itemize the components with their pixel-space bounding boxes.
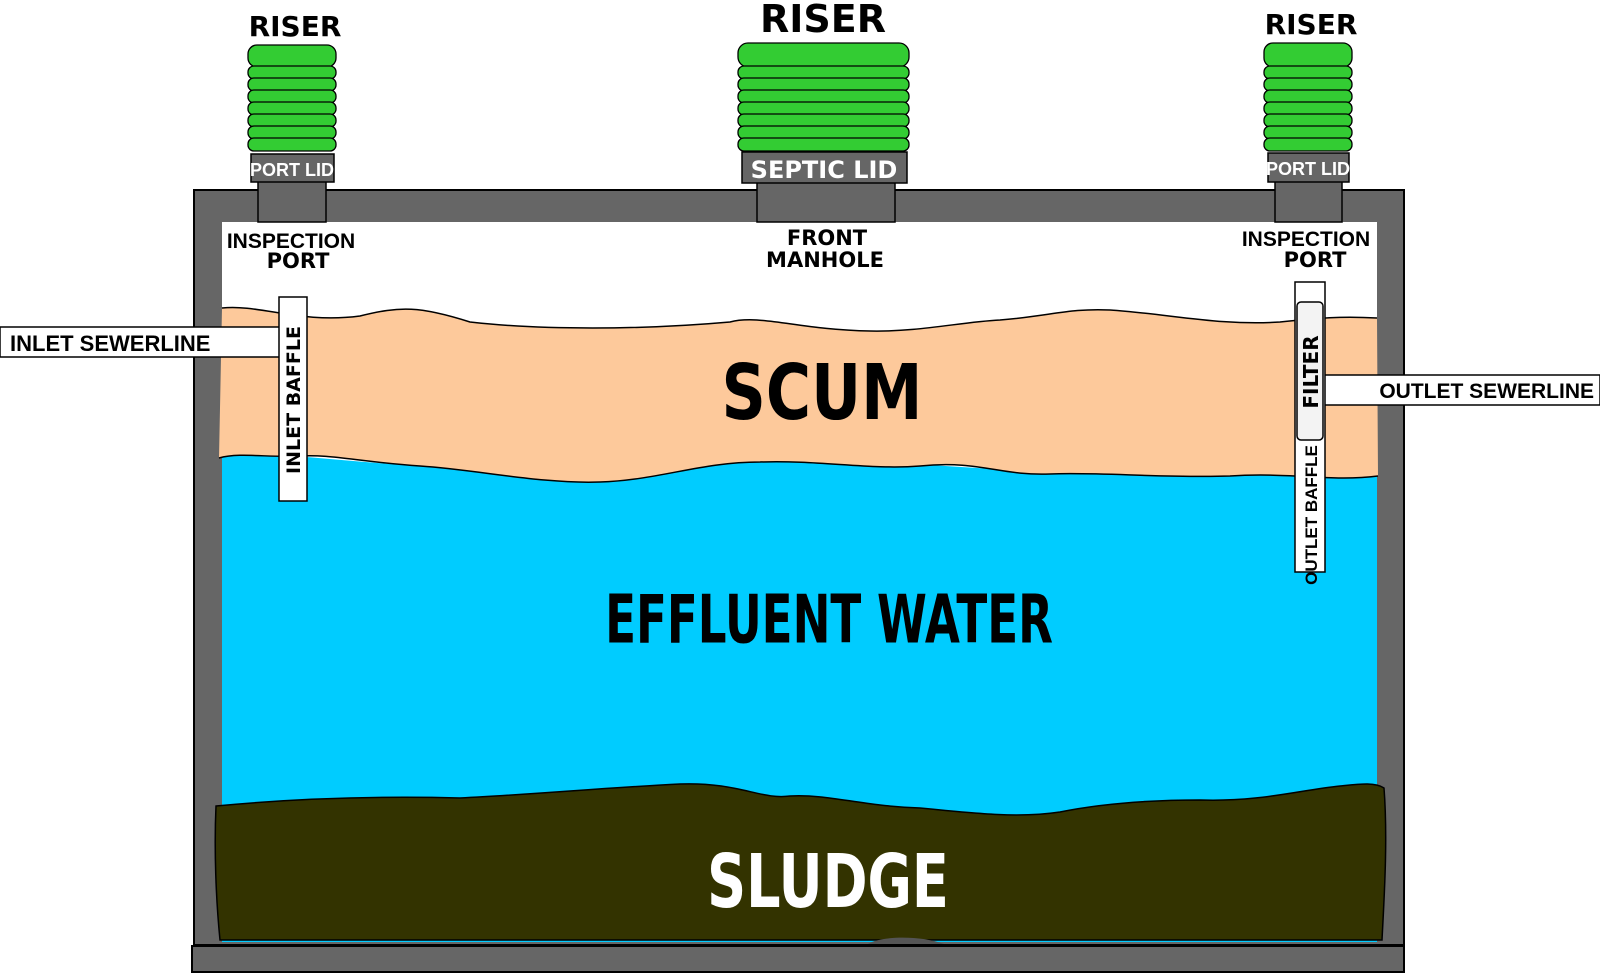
right-port-lid-label: PORT LID [1266, 159, 1350, 179]
right-riser-ring [1263, 65, 1353, 80]
inlet-baffle-tube [278, 296, 308, 502]
left-riser-ring [247, 44, 337, 68]
left-opening-line2: PORT [267, 249, 330, 273]
left-riser-ring [247, 113, 337, 128]
center-riser: RISER SEPTIC LID [737, 0, 910, 223]
front-manhole-label: FRONT MANHOLE [766, 226, 884, 272]
right-opening-line2: PORT [1284, 248, 1347, 272]
center-riser-ring [737, 101, 910, 116]
right-riser-title: RISER [1265, 8, 1358, 41]
left-riser-ring [247, 137, 337, 152]
scum-layer [219, 307, 1378, 483]
left-inspection-port-label: INSPECTION PORT [227, 230, 355, 273]
center-riser-title: RISER [760, 0, 886, 41]
right-riser-ring [1263, 101, 1353, 116]
right-riser-collar [1274, 180, 1343, 223]
center-riser-ring [737, 77, 910, 92]
left-riser-ring [247, 77, 337, 92]
right-riser-ring [1263, 77, 1353, 92]
center-riser-ring [737, 137, 910, 152]
left-riser-ring [247, 101, 337, 116]
right-opening-line1: INSPECTION [1242, 228, 1370, 251]
outlet-sewerline: OUTLET SEWERLINE [1319, 374, 1600, 406]
right-riser: RISER PORT LID [1263, 8, 1358, 223]
right-riser-ring [1263, 42, 1353, 68]
outlet-sewerline-label: OUTLET SEWERLINE [1379, 380, 1594, 403]
center-opening-line2: MANHOLE [766, 248, 884, 272]
left-riser-title: RISER [249, 10, 342, 43]
right-port-lid [1267, 152, 1350, 183]
sludge-label: SLUDGE [707, 840, 949, 926]
left-riser-ring [247, 65, 337, 80]
center-riser-ring [737, 65, 910, 80]
outlet-baffle-label: OUTLET BAFFLE [1302, 445, 1321, 585]
left-opening-line1: INSPECTION [227, 230, 355, 253]
center-riser-collar [756, 180, 896, 223]
filter-cartridge [1296, 301, 1324, 441]
center-opening-line1: FRONT [787, 226, 868, 250]
inlet-baffle: INLET BAFFLE [278, 296, 308, 502]
center-riser-ring [737, 42, 910, 68]
sludge-floor-bump [868, 937, 944, 944]
right-riser-ring [1263, 125, 1353, 140]
center-riser-ring [737, 125, 910, 140]
left-riser-ring [247, 125, 337, 140]
right-riser-ring [1263, 137, 1353, 152]
scum-top-edge [221, 306, 1378, 332]
center-riser-ring [737, 113, 910, 128]
tank-floor [191, 945, 1405, 973]
left-riser-ring [247, 89, 337, 104]
right-riser-ring [1263, 89, 1353, 104]
septic-lid [741, 151, 908, 184]
center-riser-ring [737, 89, 910, 104]
inlet-baffle-label: INLET BAFFLE [283, 326, 305, 474]
septic-lid-label: SEPTIC LID [751, 156, 898, 184]
inlet-sewerline: INLET SEWERLINE [0, 326, 291, 358]
scum-label: SCUM [722, 348, 923, 437]
left-port-lid [250, 153, 335, 183]
outlet-baffle: FILTER OUTLET BAFFLE [1294, 281, 1326, 585]
scum-bottom-edge [218, 454, 1379, 483]
filter-label: FILTER [1299, 335, 1323, 408]
effluent-water-label: EFFLUENT WATER [605, 582, 1053, 659]
left-port-lid-label: PORT LID [250, 160, 334, 180]
sludge-layer [214, 783, 1387, 941]
inlet-sewerline-label: INLET SEWERLINE [10, 331, 210, 356]
left-riser: RISER PORT LID [247, 10, 342, 223]
right-inspection-port-label: INSPECTION PORT [1242, 228, 1370, 272]
inlet-pipe [0, 326, 291, 358]
right-riser-ring [1263, 113, 1353, 128]
left-riser-collar [257, 180, 327, 223]
